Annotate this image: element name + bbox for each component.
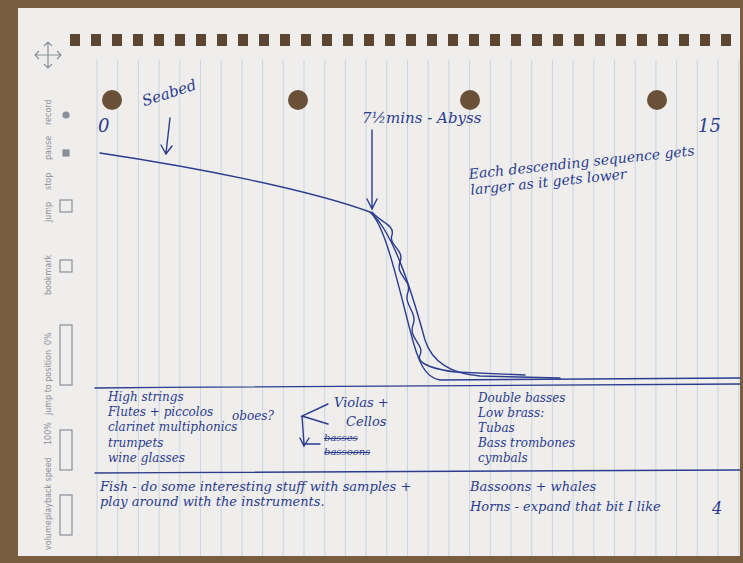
printed-control-label: 0% [44, 332, 53, 345]
handwritten-note: Fish - do some interesting stuff with sa… [100, 480, 440, 510]
printed-control-label: jump to position [44, 350, 53, 415]
printed-control-label: stop [44, 173, 53, 190]
handwritten-note: Bassoons + whales [470, 480, 596, 495]
handwritten-note: basses [324, 432, 358, 444]
printed-control-label: playback speed [44, 457, 53, 520]
handwritten-note: Bass trombones [478, 437, 575, 451]
handwritten-note: Flutes + piccolos [108, 406, 213, 420]
printed-control-label: record [44, 99, 53, 125]
printed-control-label: jump [44, 202, 53, 222]
handwritten-note: cymbals [478, 452, 528, 466]
handwritten-note: oboes? [232, 410, 274, 424]
printed-control-label: volume [44, 520, 53, 550]
printed-control-label: bookmark [44, 255, 53, 295]
handwritten-note: Tubas [478, 422, 515, 436]
handwritten-note: High strings [108, 391, 184, 405]
handwritten-note: 0 [98, 116, 109, 137]
printed-control-label: pause [44, 136, 53, 160]
handwritten-note: clarinet multiphonics [108, 421, 237, 435]
handwritten-note: Double basses [478, 392, 565, 406]
printed-control-label: 100% [44, 422, 53, 445]
handwritten-note: Cellos [346, 415, 386, 430]
handwritten-note: 7½mins - Abyss [362, 110, 481, 127]
handwritten-note: trumpets [108, 437, 163, 451]
handwritten-note: wine glasses [108, 452, 185, 466]
handwritten-note: Horns - expand that bit I like [470, 500, 661, 515]
handwritten-note: 15 [698, 116, 721, 137]
handwritten-note: Low brass: [478, 407, 544, 421]
handwritten-note: 4 [712, 500, 722, 518]
handwritten-note: bassoons [324, 446, 370, 458]
handwritten-note: Violas + [334, 396, 389, 411]
